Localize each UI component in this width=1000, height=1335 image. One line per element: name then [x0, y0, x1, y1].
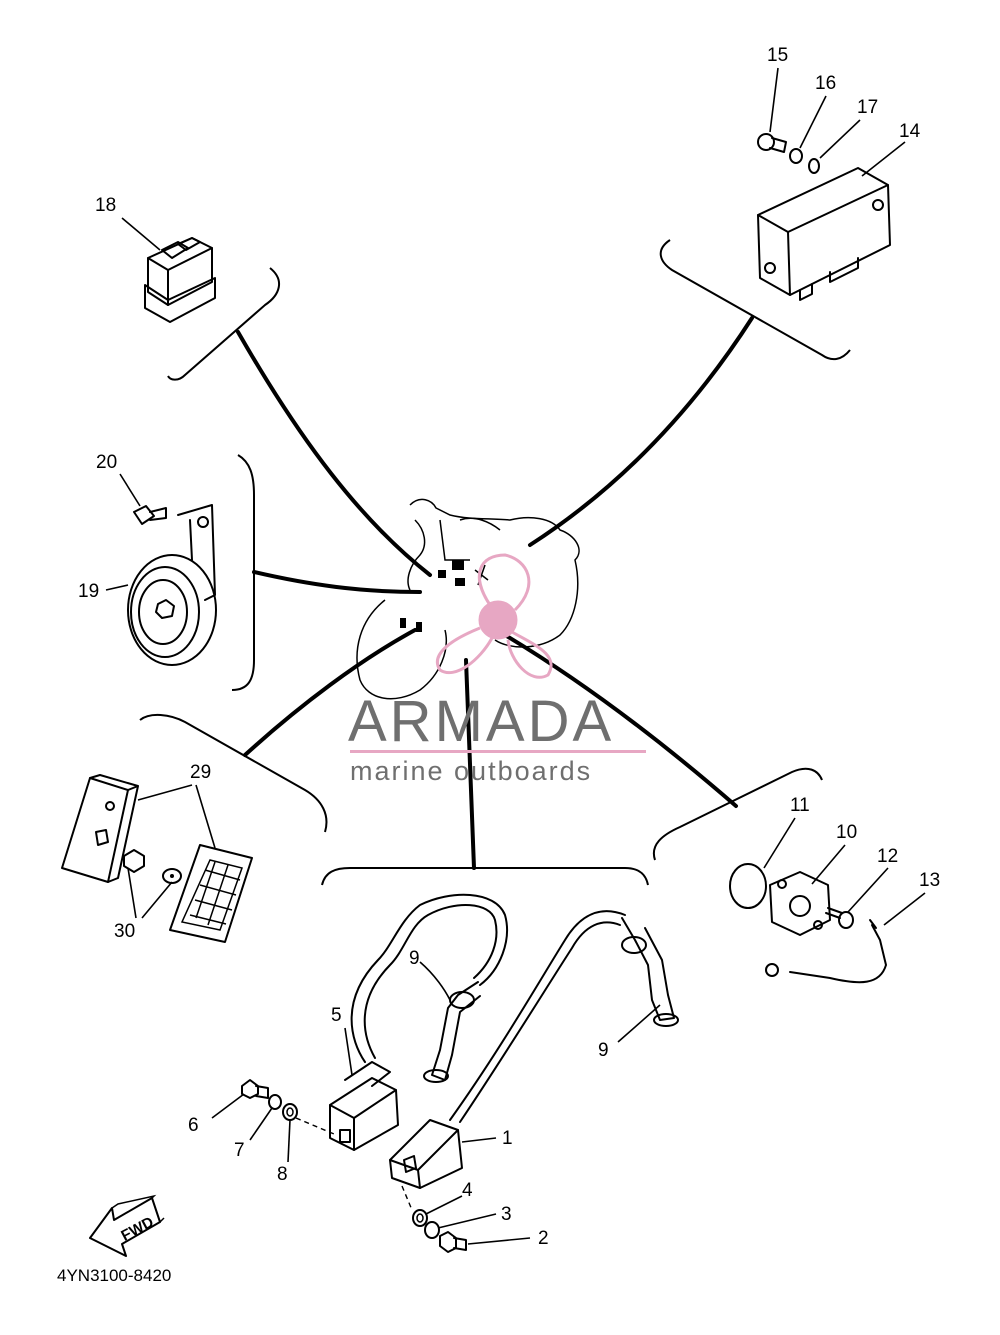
part-18-relay	[144, 237, 216, 323]
part-1-ignition-coil	[389, 910, 626, 1189]
part-29-reflector	[61, 774, 139, 883]
part-29-reflector-lens	[169, 844, 253, 943]
callout-13: 13	[919, 870, 940, 891]
part-4-nut	[412, 1209, 428, 1227]
callout-3: 3	[501, 1204, 512, 1225]
panel-ignition	[321, 867, 649, 886]
callout-19: 19	[78, 581, 99, 602]
motorcycle-silhouette	[356, 498, 580, 700]
callout-17: 17	[857, 97, 878, 118]
part-9-plug-cap-b	[621, 917, 679, 1027]
panel-horn	[231, 454, 255, 691]
callout-8: 8	[277, 1164, 288, 1185]
watermark-rule	[350, 750, 646, 753]
callout-1: 1	[502, 1128, 513, 1149]
part-20-bolt	[133, 505, 167, 525]
callout-18: 18	[95, 195, 116, 216]
part-11-o-ring	[729, 863, 767, 909]
leader-lines	[105, 67, 926, 1245]
part-7-washer	[268, 1094, 282, 1110]
callout-11: 11	[790, 795, 810, 816]
part-3-washer	[424, 1221, 440, 1239]
callout-9-a: 9	[409, 948, 420, 969]
part-5-ignition-coil	[329, 893, 509, 1151]
callout-14: 14	[899, 121, 921, 142]
part-12-screw	[825, 907, 854, 929]
callout-labels: 18 15 16 17 14 20 19 29 30 11 10 12 13 9…	[78, 45, 940, 1249]
part-19-horn	[127, 504, 217, 666]
part-30-nut-washer	[123, 849, 182, 884]
callout-29: 29	[190, 762, 211, 783]
part-17-washer	[808, 158, 820, 174]
panel-cdi-unit	[659, 239, 851, 361]
callout-2: 2	[538, 1228, 549, 1249]
callout-6: 6	[188, 1115, 199, 1136]
callout-30: 30	[114, 921, 135, 942]
assembly-line-fastener-1	[401, 1185, 413, 1211]
callout-9-b: 9	[598, 1040, 609, 1061]
part-13-lead-wire	[765, 919, 887, 984]
watermark-brand: ARMADA	[348, 689, 615, 754]
callout-10: 10	[836, 822, 857, 843]
panel-reflector	[139, 714, 328, 833]
part-6-bolt	[241, 1079, 269, 1099]
part-15-bolt	[757, 133, 787, 153]
callout-7: 7	[234, 1140, 245, 1161]
callout-4: 4	[462, 1180, 473, 1201]
harness-leads	[236, 316, 754, 870]
fwd-label: FWD	[118, 1214, 156, 1245]
drawing-code: 4YN3100-8420	[57, 1266, 172, 1285]
callout-16: 16	[815, 73, 836, 94]
panel-relay	[167, 267, 280, 381]
part-9-plug-cap-a	[423, 981, 481, 1083]
panel-neutral-switch	[652, 767, 823, 861]
callout-12: 12	[877, 846, 898, 867]
assembly-line-fastener-5	[295, 1117, 335, 1135]
propeller-logo-icon	[436, 553, 553, 679]
callout-15: 15	[767, 45, 788, 66]
part-8-nut	[282, 1103, 298, 1121]
part-10-neutral-switch	[769, 871, 831, 936]
watermark-tagline: marine outboards	[350, 756, 593, 786]
part-16-washer	[789, 148, 803, 164]
fwd-arrow-icon: FWD	[89, 1194, 165, 1257]
callout-5: 5	[331, 1005, 342, 1026]
part-2-bolt	[439, 1231, 467, 1253]
callout-20: 20	[96, 452, 117, 473]
part-14-cdi-unit	[757, 167, 891, 301]
